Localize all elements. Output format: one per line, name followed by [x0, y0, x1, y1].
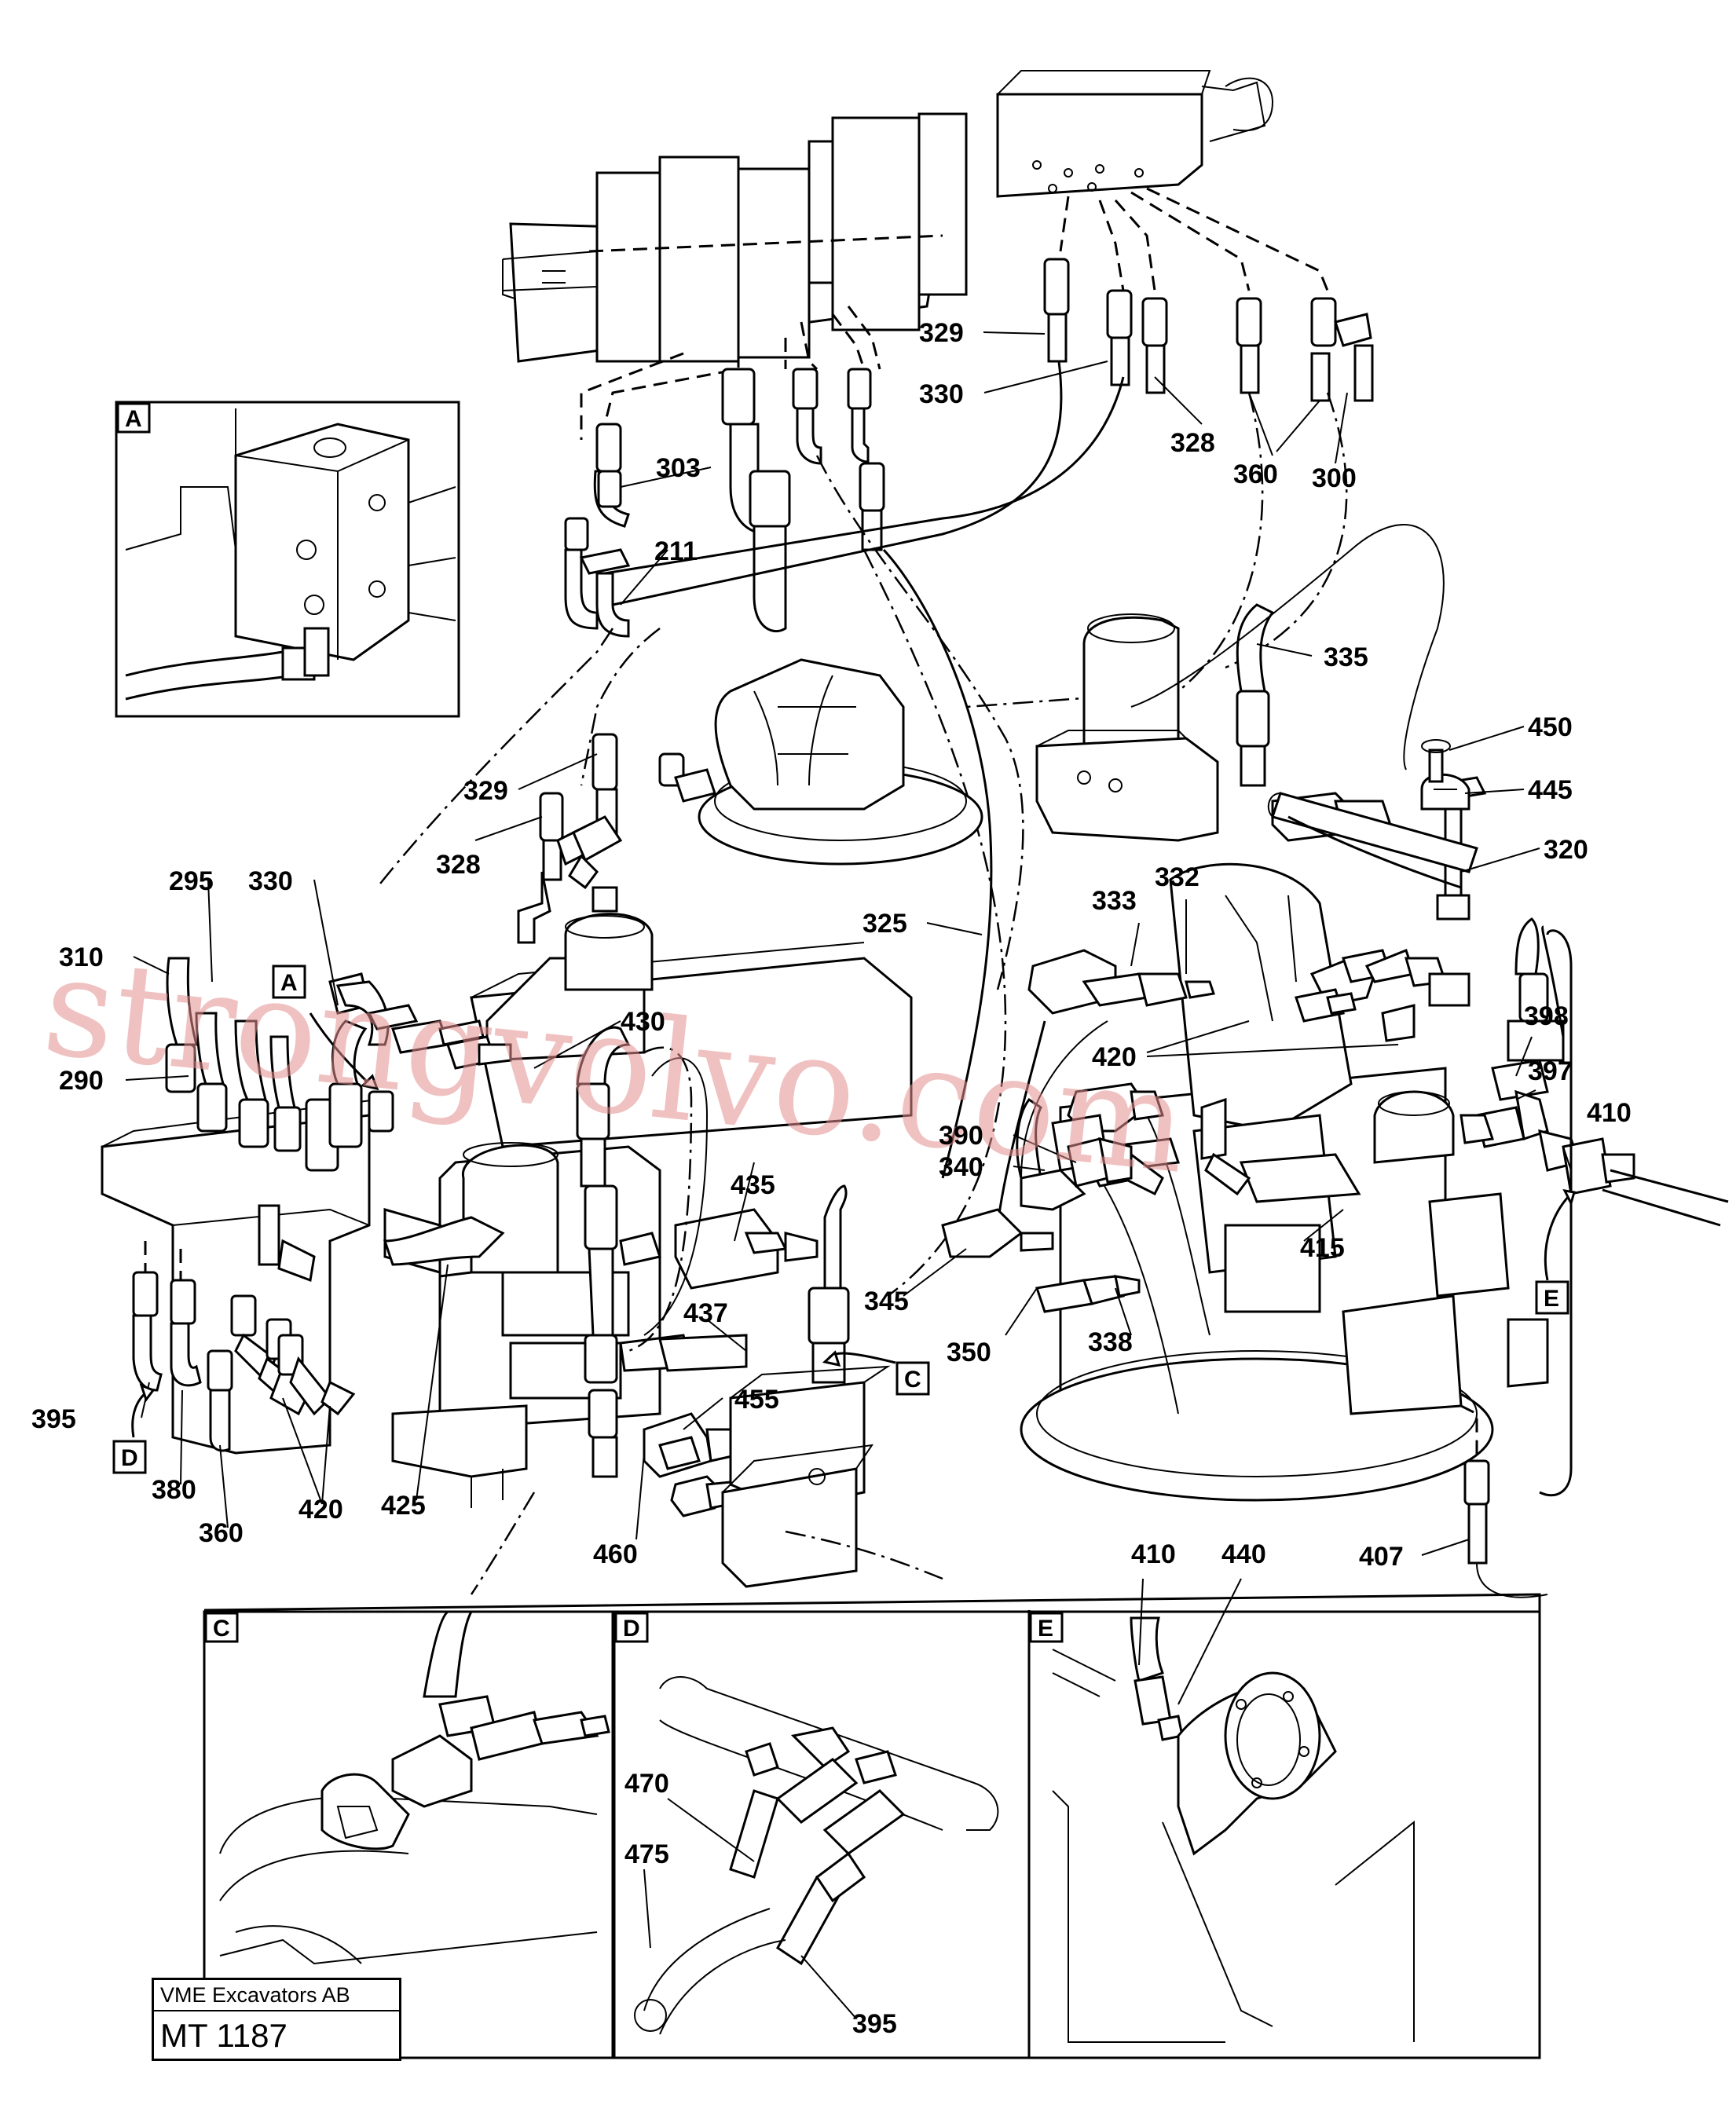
- flag-boxes: [112, 965, 1569, 1474]
- part-label: 425: [381, 1491, 426, 1521]
- part-label: 325: [863, 909, 907, 939]
- right-swing-motor-assembly: [1020, 613, 1549, 1502]
- part-label: 410: [1131, 1539, 1176, 1569]
- part-label: 329: [919, 318, 964, 348]
- part-label: 407: [1359, 1542, 1404, 1572]
- part-label: 450: [1528, 712, 1573, 742]
- pilot-lines: [580, 187, 1329, 440]
- part-label: 398: [1524, 1001, 1569, 1031]
- part-label: 360: [1233, 459, 1278, 489]
- part-label: 340: [939, 1152, 983, 1182]
- part-label: 470: [624, 1769, 669, 1799]
- part-label: 435: [731, 1170, 775, 1200]
- part-label: 338: [1088, 1327, 1133, 1357]
- ref-arrows: [131, 1012, 1576, 1438]
- part-label: 380: [152, 1475, 196, 1505]
- part-label: 430: [621, 1007, 665, 1037]
- part-label: 310: [59, 943, 104, 972]
- detail-letter-E: E: [1038, 1616, 1053, 1642]
- flag-letter-C: C: [904, 1367, 921, 1393]
- right-fittings: [941, 524, 1729, 1598]
- part-label: 397: [1528, 1056, 1573, 1086]
- flag-letter-E: E: [1544, 1286, 1559, 1312]
- block-C: [470, 1444, 943, 1595]
- detail-letter-C: C: [213, 1616, 230, 1642]
- part-label: 440: [1221, 1539, 1266, 1569]
- leader-lines: [125, 331, 1572, 2019]
- part-label: 350: [947, 1338, 991, 1367]
- part-label: 445: [1528, 775, 1573, 805]
- part-number-labels: 329 330 328 360 300 303 211 335 450 445 …: [31, 318, 1632, 2039]
- part-label: 460: [593, 1539, 638, 1569]
- part-label: 455: [734, 1385, 779, 1415]
- part-label: 330: [248, 866, 293, 896]
- top-hose-fittings: [593, 258, 1374, 633]
- clamp-and-pipe-320: [1267, 739, 1478, 889]
- part-label: 328: [436, 850, 481, 880]
- part-label: 475: [624, 1839, 669, 1869]
- detail-box-D: [613, 1610, 1031, 2059]
- part-label: 410: [1587, 1098, 1632, 1128]
- part-label: 303: [656, 453, 701, 483]
- detail-box-E: [1027, 1610, 1541, 2059]
- part-label: 329: [463, 776, 508, 806]
- part-label: 330: [919, 379, 964, 409]
- company-name: VME Excavators AB: [154, 1980, 399, 2011]
- part-label: 320: [1544, 835, 1588, 865]
- title-block: VME Excavators AB MT 1187: [152, 1978, 401, 2061]
- part-label: 328: [1170, 428, 1215, 458]
- part-label: 300: [1312, 463, 1357, 493]
- part-label: 211: [654, 536, 698, 566]
- flag-letter-D: D: [121, 1445, 138, 1471]
- part-label: 395: [31, 1404, 76, 1434]
- pilot-manifold-box: [996, 70, 1274, 198]
- detail-letter-A: A: [125, 406, 142, 432]
- part-label: 395: [852, 2009, 897, 2039]
- main-control-valve-block: [502, 112, 968, 363]
- part-label: 420: [298, 1495, 343, 1525]
- fitting-group-328-329: [517, 733, 623, 944]
- part-label: 420: [1092, 1042, 1137, 1072]
- part-label: 415: [1300, 1233, 1345, 1263]
- part-label: 335: [1324, 642, 1368, 672]
- part-label: 295: [169, 866, 214, 896]
- part-label: 390: [939, 1121, 983, 1151]
- part-label: 332: [1155, 862, 1199, 892]
- drawing-number: MT 1187: [160, 2017, 288, 2054]
- detail-box-A: [115, 401, 460, 718]
- detail-letter-D: D: [623, 1616, 640, 1642]
- center-swivel: [658, 658, 983, 866]
- flag-letter-A: A: [280, 970, 298, 996]
- part-label: 345: [864, 1287, 909, 1316]
- part-label: 333: [1092, 886, 1137, 916]
- part-label: 290: [59, 1066, 104, 1096]
- part-label: 437: [683, 1298, 728, 1328]
- part-label: 360: [199, 1518, 244, 1548]
